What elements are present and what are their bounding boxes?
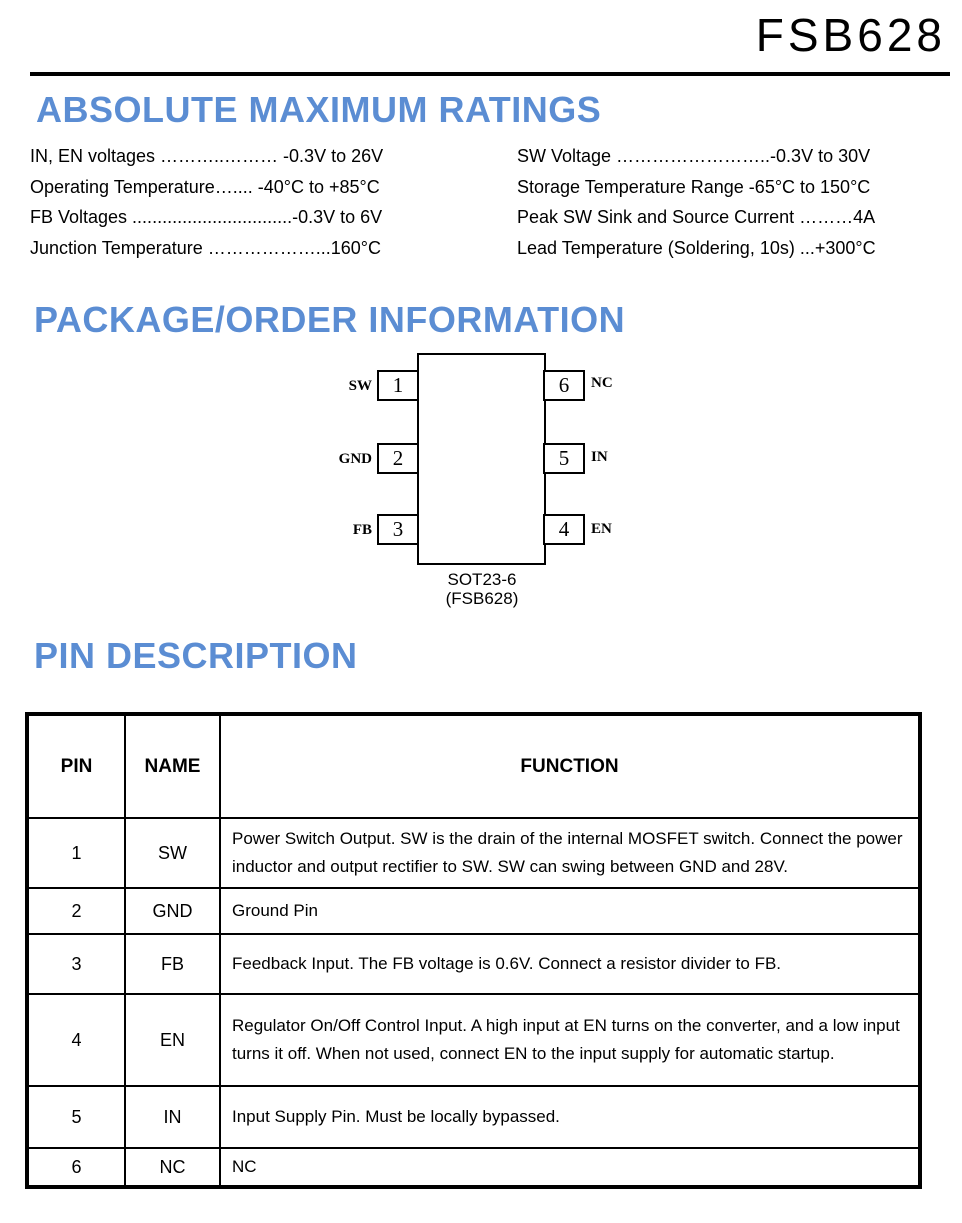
function-cell: NC [219,1147,921,1188]
rating-line: FB Voltages ............................… [30,207,383,227]
name-cell: SW [124,817,221,889]
abs-max-left-column: IN, EN voltages ………..……… -0.3V to 26V Op… [30,141,383,263]
name-cell: FB [124,933,221,995]
function-cell: Feedback Input. The FB voltage is 0.6V. … [219,933,921,995]
pin-cell: 1 [26,817,126,889]
function-cell: Power Switch Output. SW is the drain of … [219,817,921,889]
table-row: 2 GND Ground Pin [26,887,921,935]
pin-box-2: 2 [377,443,419,474]
table-row: 5 IN Input Supply Pin. Must be locally b… [26,1085,921,1149]
pin-number: 3 [392,517,404,541]
pin-box-4: 4 [543,514,585,545]
name-cell: GND [124,887,221,935]
pin-number: 6 [558,373,570,397]
abs-max-right-column: SW Voltage ……………………..-0.3V to 30V Storag… [517,141,876,263]
column-header-function: FUNCTION [219,713,921,819]
pin-number: 4 [558,517,570,541]
pin-label-nc: NC [591,375,613,391]
package-name: SOT23-6 [447,570,517,589]
pin-label-en: EN [591,521,612,537]
title-divider [30,72,950,76]
table-row: 4 EN Regulator On/Off Control Input. A h… [26,993,921,1087]
pin-box-1: 1 [377,370,419,401]
rating-line: Operating Temperature….... -40°C to +85°… [30,176,380,197]
pin-cell: 6 [26,1147,126,1188]
pin-label-sw: SW [348,378,372,394]
function-cell: Input Supply Pin. Must be locally bypass… [219,1085,921,1149]
name-cell: EN [124,993,221,1087]
rating-line: IN, EN voltages ………..……… -0.3V to 26V [30,146,384,166]
package-caption: SOT23-6 (FSB628) [387,570,577,608]
pin-box-5: 5 [543,443,585,474]
pin-label-fb: FB [352,522,372,538]
column-header-name: NAME [124,713,221,819]
pin-box-6: 6 [543,370,585,401]
page-title: FSB628 [755,9,946,61]
pin-description-heading: PIN DESCRIPTION [34,635,358,676]
rating-line: Storage Temperature Range -65°C to 150°C [517,176,871,197]
name-cell: NC [124,1147,221,1188]
pin-description-table: PIN NAME FUNCTION 1 SW Power Switch Outp… [25,712,922,1189]
pin-label-gnd: GND [338,451,372,467]
pin-box-3: 3 [377,514,419,545]
pin-cell: 4 [26,993,126,1087]
pin-description-table-wrap: PIN NAME FUNCTION 1 SW Power Switch Outp… [25,712,922,1189]
pin-cell: 5 [26,1085,126,1149]
table-row: 1 SW Power Switch Output. SW is the drai… [26,817,921,889]
table-header-row: PIN NAME FUNCTION [26,713,921,819]
pin-number: 2 [392,446,404,470]
pin-number: 5 [558,446,570,470]
package-heading: PACKAGE/ORDER INFORMATION [34,299,626,340]
rating-line: Lead Temperature (Soldering, 10s) ...+30… [517,237,876,258]
rating-line: Junction Temperature ………………...160°C [30,237,381,258]
rating-line: Peak SW Sink and Source Current ………4A [517,207,876,227]
pin-cell: 2 [26,887,126,935]
pin-cell: 3 [26,933,126,995]
pin-number: 1 [392,373,404,397]
package-outline [417,353,546,565]
rating-line: SW Voltage ……………………..-0.3V to 30V [517,146,871,166]
function-cell: Regulator On/Off Control Input. A high i… [219,993,921,1087]
table-row: 6 NC NC [26,1147,921,1188]
abs-max-heading: ABSOLUTE MAXIMUM RATINGS [36,89,602,130]
table-row: 3 FB Feedback Input. The FB voltage is 0… [26,933,921,995]
pin-label-in: IN [591,449,608,465]
column-header-pin: PIN [26,713,126,819]
name-cell: IN [124,1085,221,1149]
function-cell: Ground Pin [219,887,921,935]
package-part: (FSB628) [445,589,519,608]
